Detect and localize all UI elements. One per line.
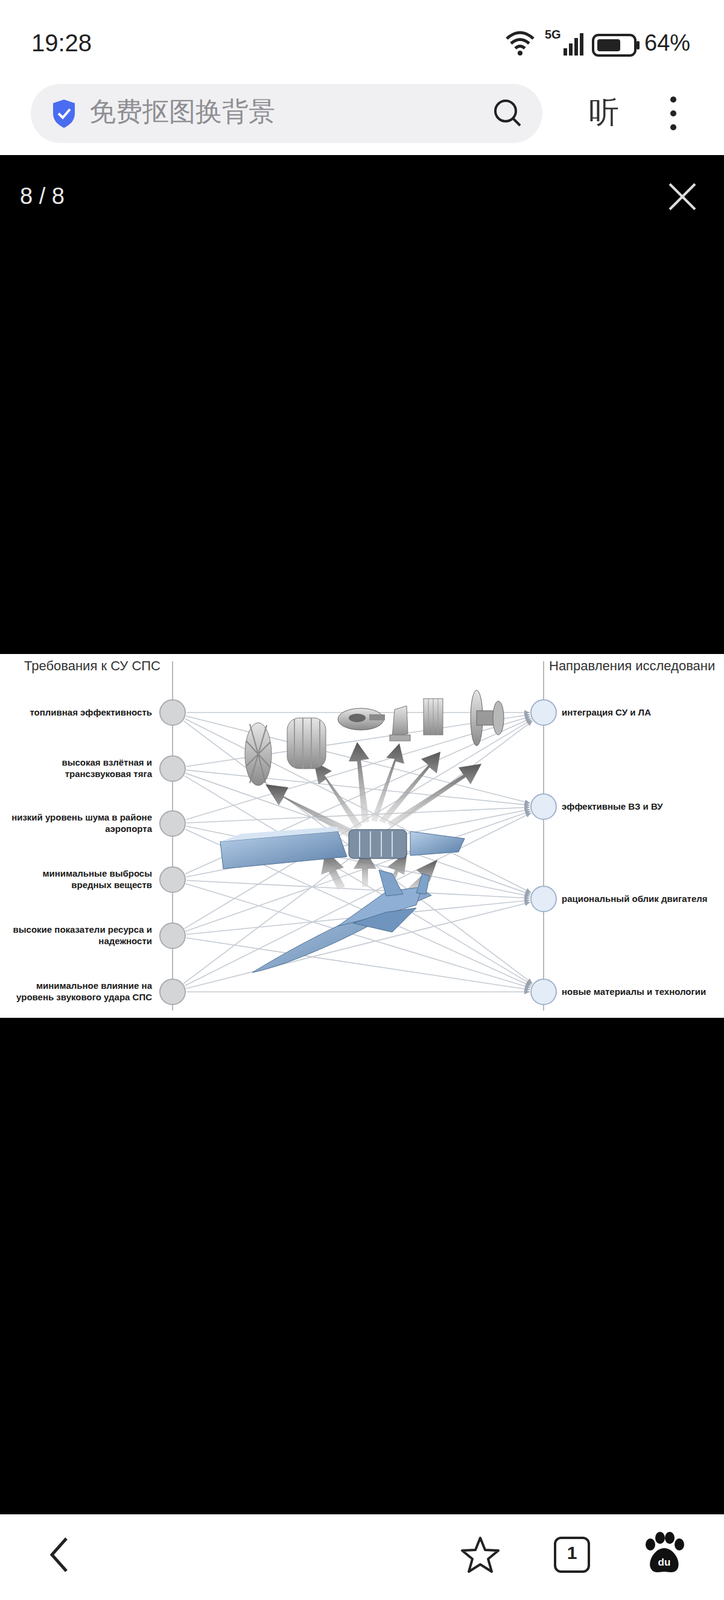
connector-line [183, 720, 533, 984]
requirement-circle: эффективные ВЗ и ВУ [530, 793, 557, 820]
page-counter: 8 / 8 [19, 183, 65, 210]
connector-line [185, 829, 531, 987]
connector-line [185, 812, 532, 986]
battery-percent: 64% [644, 30, 691, 57]
status-time: 19:28 [31, 28, 92, 57]
node-label: топливная эффективность [2, 707, 153, 719]
network-type: 5G [544, 27, 562, 42]
node-label: минимальное влияние на уровень звукового… [2, 980, 153, 1004]
connector-line [185, 718, 532, 893]
requirement-circle: высокая взлётная и трансзвуковая тяга [159, 755, 186, 782]
connector-line [186, 826, 531, 897]
node-label: интеграция СУ и ЛА [561, 707, 651, 719]
node-label: высокие показатели ресурса и надежности [2, 924, 153, 948]
connector-line [186, 880, 530, 899]
node-label: низкий уровень шума в районе аэропорта [2, 812, 153, 836]
connector-line [184, 775, 533, 985]
requirement-circle: рациональный облик двигателя [530, 885, 557, 913]
requirement-circle: высокие показатели ресурса и надежности [159, 922, 186, 950]
node-label: рациональный облик двигателя [561, 893, 708, 905]
connector-line [186, 769, 530, 805]
connector-line [184, 719, 533, 929]
requirement-circle: минимальное влияние на уровень звукового… [159, 978, 186, 1006]
requirement-circle: интеграция СУ и ЛА [530, 699, 557, 726]
requirement-circle: новые материалы и технологии [530, 978, 557, 1006]
search-placeholder: 免费抠图换背景 [89, 96, 276, 128]
logo-text: du [653, 1556, 676, 1569]
column-heading: Направления исследовани [549, 658, 715, 674]
connector-line [183, 720, 533, 984]
connector-line [185, 811, 531, 932]
node-label: новые материалы и технологии [561, 986, 706, 998]
listen-button: 听 [588, 95, 620, 131]
node-label: минимальные выбросы вредных веществ [2, 868, 153, 892]
requirement-circle: топливная эффективность [159, 699, 186, 726]
connector-line [185, 773, 531, 895]
tab-count: 1 [555, 1542, 589, 1564]
column-heading: Требования к СУ СПС [24, 658, 161, 674]
requirement-circle: минимальные выбросы вредных веществ [159, 866, 186, 893]
connector-line [186, 991, 530, 993]
node-label: эффективные ВЗ и ВУ [561, 801, 664, 813]
node-label: высокая взлётная и трансзвуковая тяга [2, 757, 153, 781]
requirement-circle: низкий уровень шума в районе аэропорта [159, 810, 186, 837]
